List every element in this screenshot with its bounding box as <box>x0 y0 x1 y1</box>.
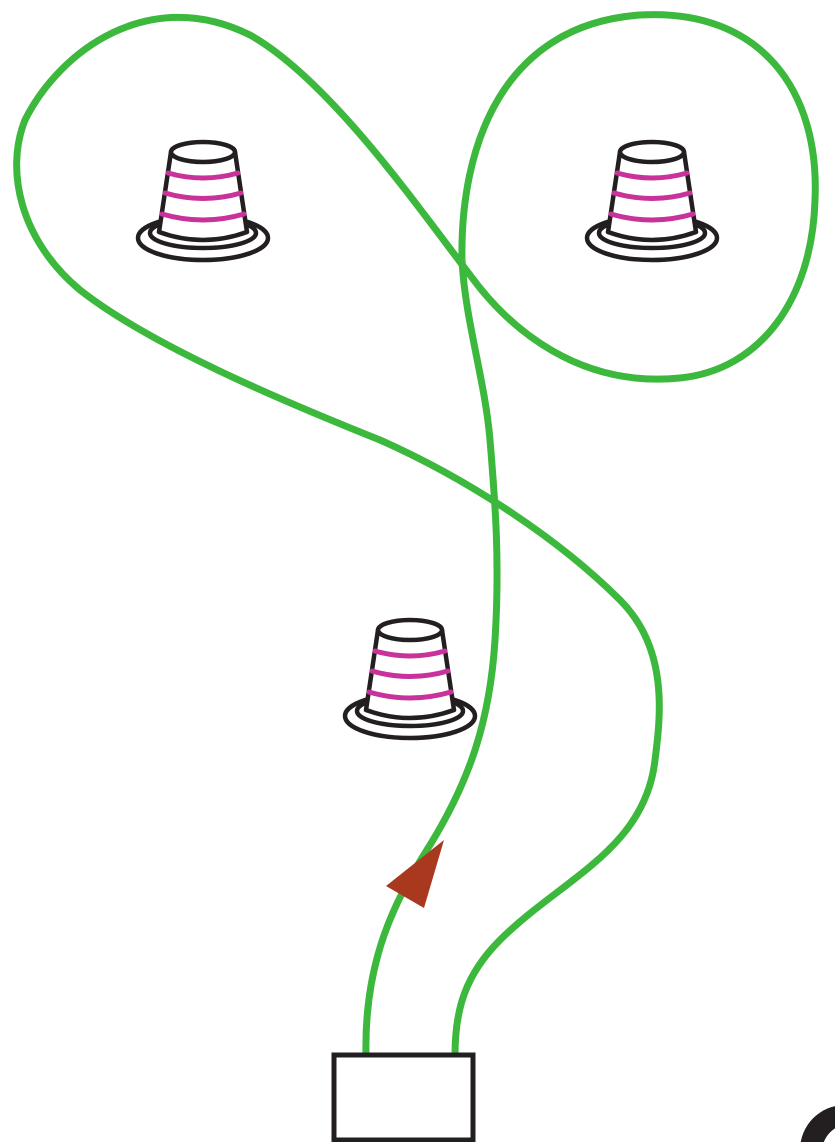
cone-stripe <box>165 170 241 181</box>
cone-stripe <box>608 211 696 223</box>
cone-top <box>168 139 238 165</box>
cone-stripe <box>366 689 454 701</box>
cone-stripe <box>369 668 451 679</box>
cone <box>342 617 478 741</box>
cone <box>135 139 271 263</box>
corner-circle-decoration <box>800 1106 835 1142</box>
cone-top <box>375 617 445 643</box>
start-box <box>331 1052 476 1142</box>
direction-arrow <box>386 840 444 908</box>
cone-stripe <box>372 648 448 659</box>
route-path <box>13 11 819 1059</box>
cone-stripe <box>162 190 244 201</box>
cone-top <box>617 139 687 165</box>
cone <box>584 139 720 263</box>
cone-stripe <box>614 170 690 181</box>
cone-stripe <box>611 190 693 201</box>
corner-circle-inner <box>823 1128 835 1142</box>
cone-stripe <box>159 211 247 223</box>
